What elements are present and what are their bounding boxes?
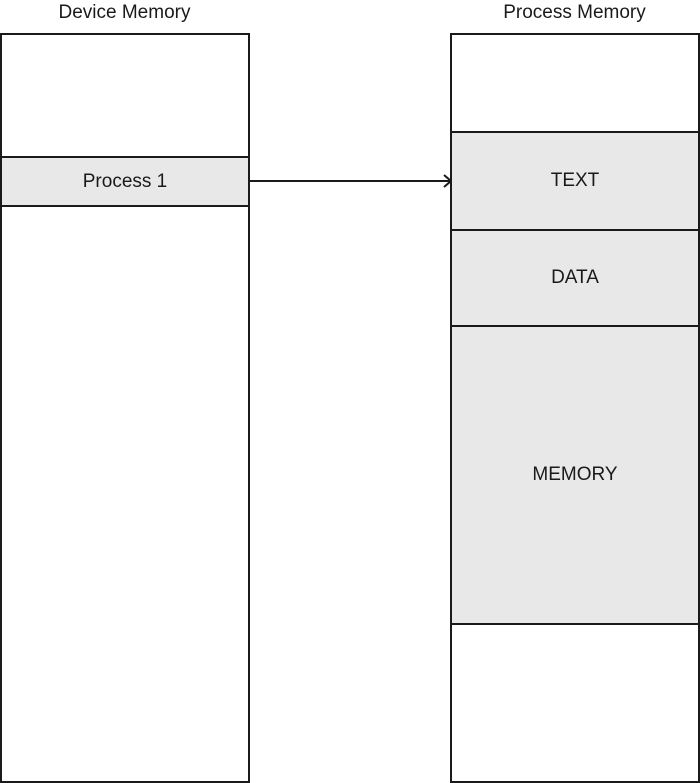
text-segment-label: TEXT [550,170,600,191]
process-1-segment: Process 1 [2,156,248,207]
memory-segment-label: MEMORY [532,464,618,485]
process-memory-title: Process Memory [503,2,646,23]
memory-segment: MEMORY [452,325,698,625]
device-memory-column: Process 1 [0,33,250,783]
text-segment: TEXT [452,131,698,231]
process-memory-column: TEXT DATA MEMORY [450,33,700,783]
mapping-arrow [248,174,453,188]
data-segment: DATA [452,229,698,327]
process-1-label: Process 1 [82,170,168,192]
data-segment-label: DATA [551,267,599,288]
device-memory-title: Device Memory [58,2,191,23]
